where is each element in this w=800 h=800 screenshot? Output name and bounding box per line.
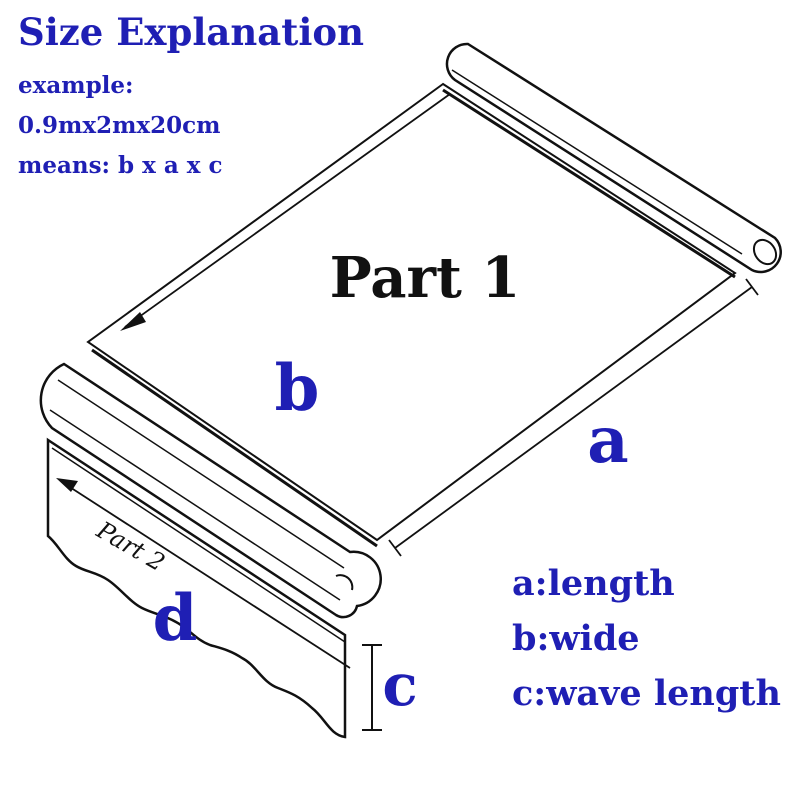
page-title: Size Explanation — [18, 10, 364, 54]
part1-label: Part 1 — [330, 245, 521, 311]
legend-b-wide: b:wide — [512, 618, 640, 659]
means-formula: means: b x a x c — [18, 152, 223, 179]
dimension-b-arrow — [120, 93, 451, 331]
dimension-d-arrow — [56, 478, 351, 669]
back-roller-tube — [445, 42, 782, 274]
legend-c-wave-length: c:wave length — [512, 673, 781, 714]
example-label: example: — [18, 72, 134, 99]
dimension-a-label: a — [587, 403, 628, 478]
dimension-a-line — [388, 278, 759, 557]
dimension-c-bracket — [362, 644, 382, 731]
dimension-d-label: d — [153, 581, 198, 656]
part1-fabric-panel — [86, 82, 737, 548]
dimension-b-label: b — [275, 351, 320, 426]
example-value: 0.9mx2mx20cm — [18, 112, 221, 139]
legend-a-length: a:length — [512, 563, 675, 604]
dimension-c-label: c — [382, 651, 417, 719]
part2-valance — [46, 437, 347, 739]
front-lead-bar — [39, 362, 382, 619]
